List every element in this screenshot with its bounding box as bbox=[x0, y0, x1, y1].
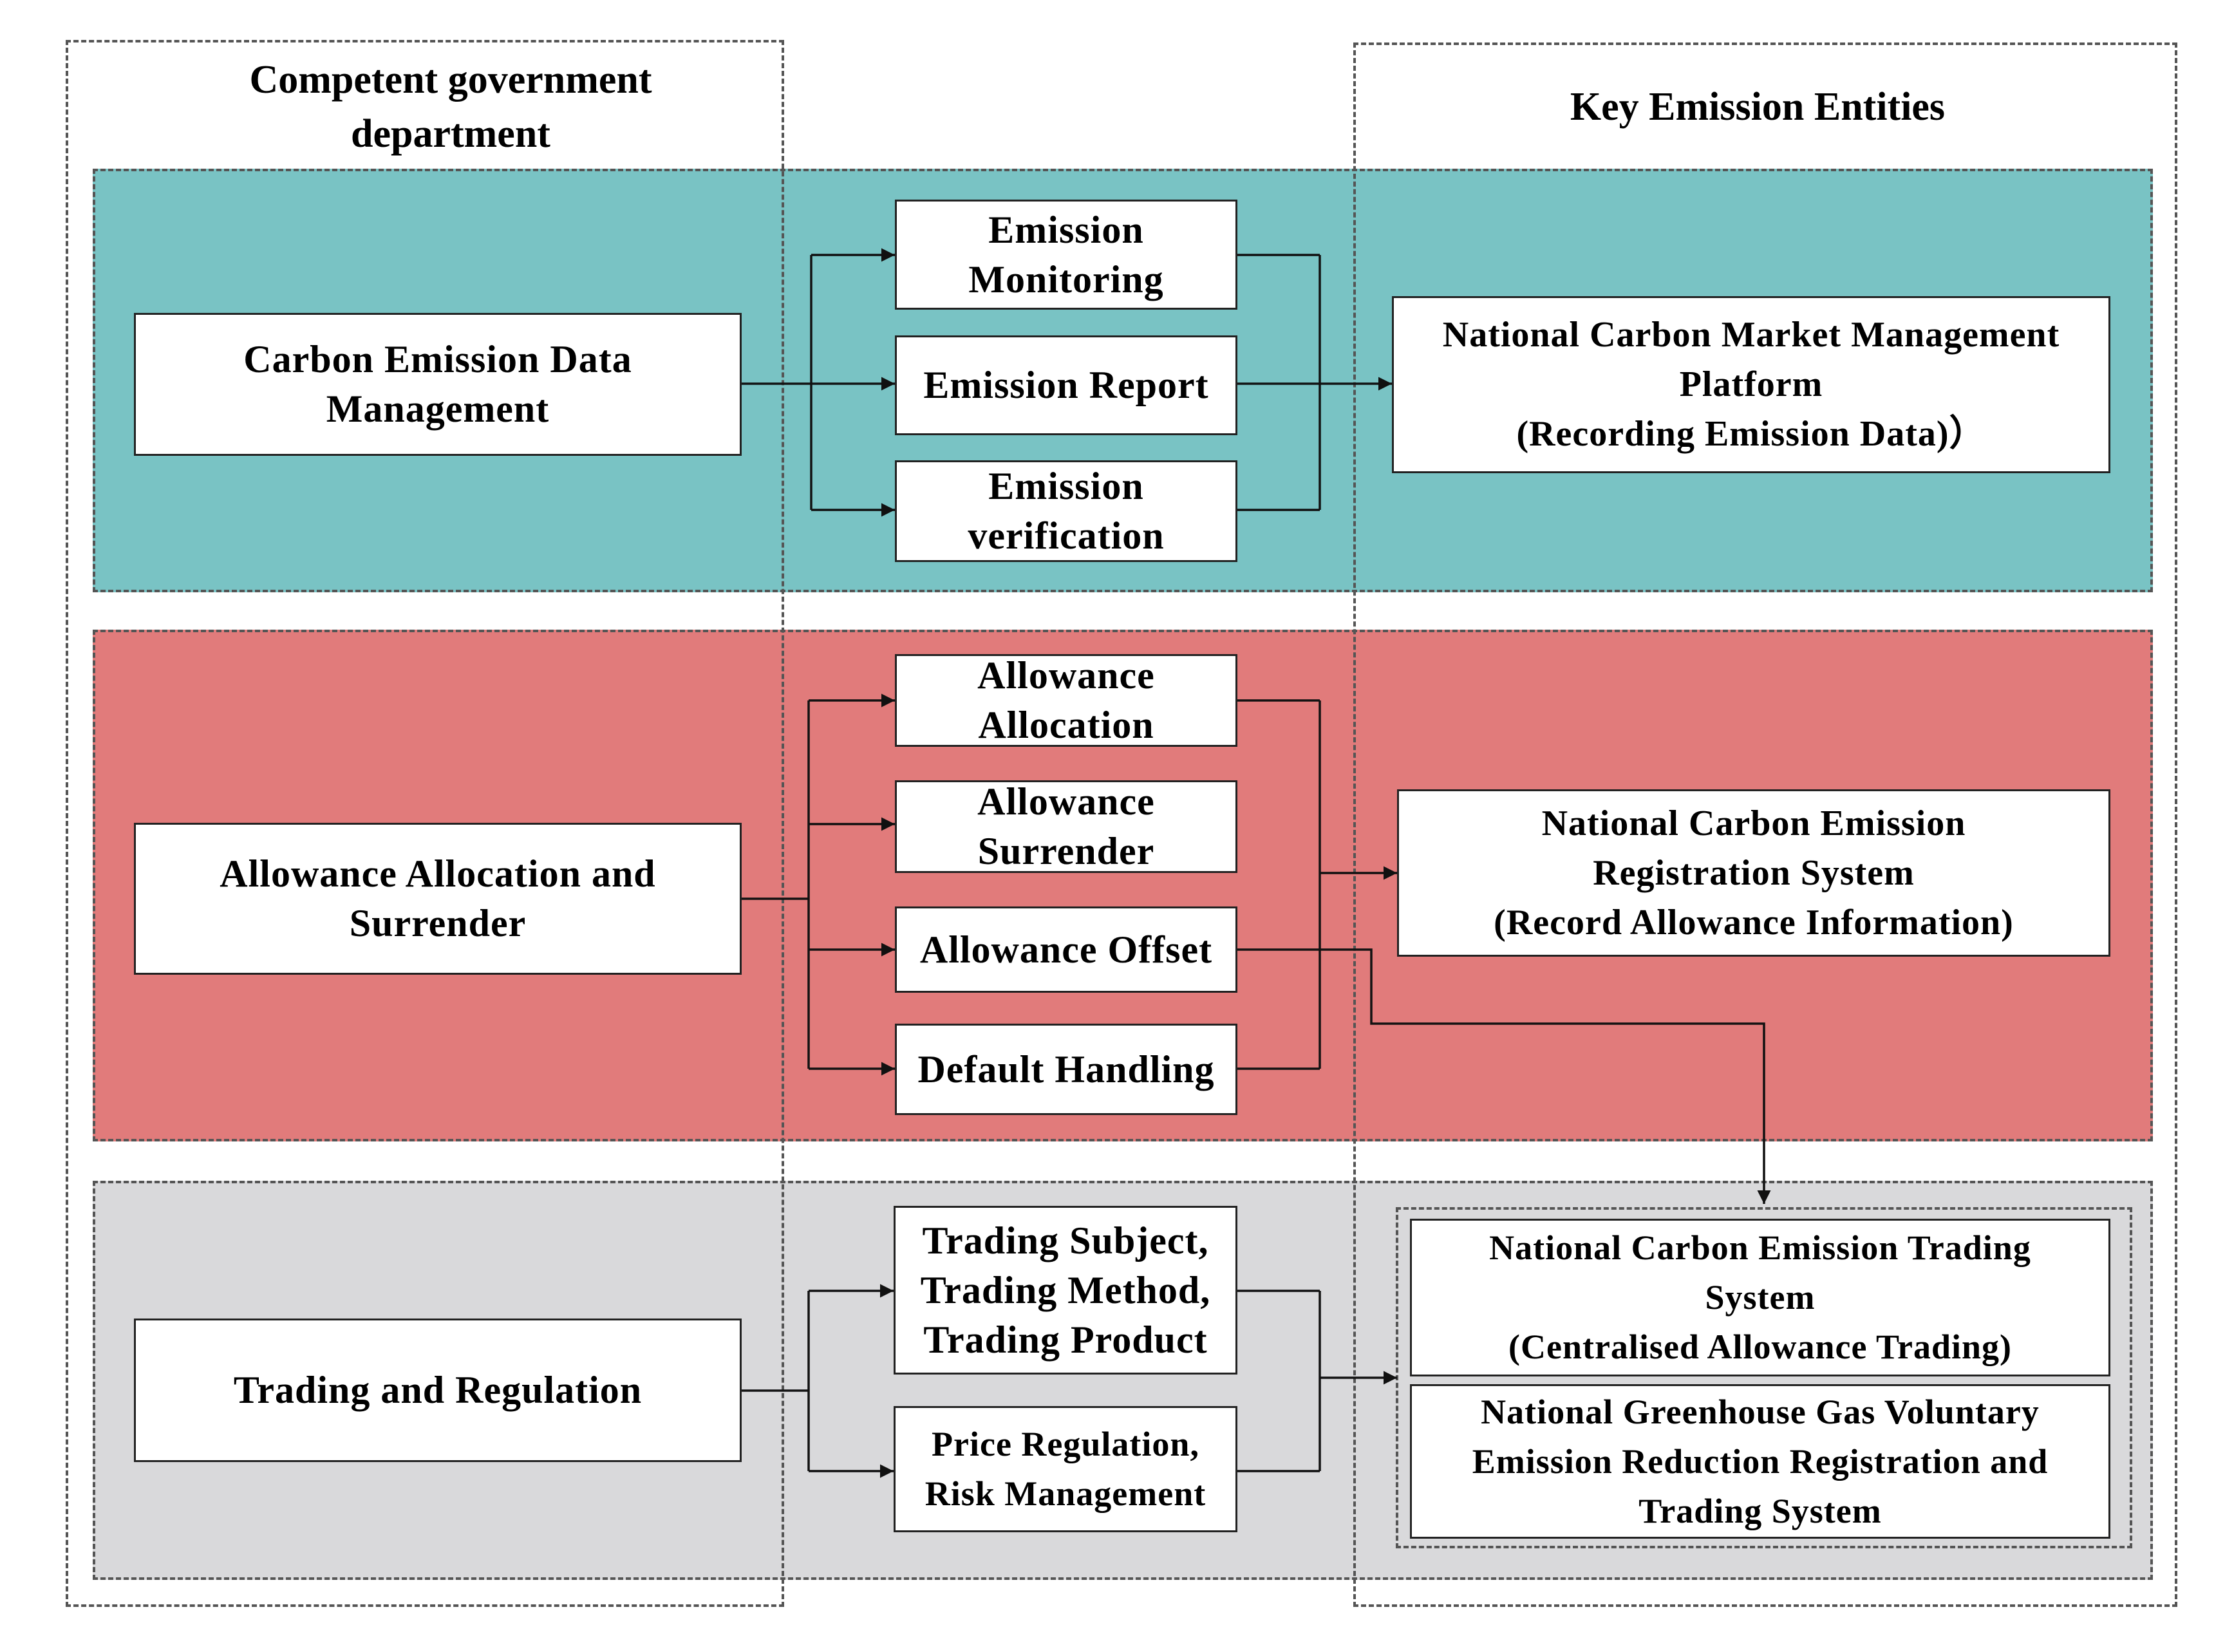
emission-report-box: Emission Report bbox=[895, 335, 1237, 435]
trading-and-regulation-box: Trading and Regulation bbox=[134, 1319, 742, 1462]
carbon-emission-data-management-box: Carbon Emission Data Management bbox=[134, 313, 742, 456]
market-management-platform-box: National Carbon Market Management Platfo… bbox=[1392, 296, 2110, 473]
allowance-surrender-box: Allowance Surrender bbox=[895, 780, 1237, 873]
voluntary-emission-reduction-system-box: National Greenhouse Gas Voluntary Emissi… bbox=[1410, 1384, 2110, 1539]
allowance-offset-box: Allowance Offset bbox=[895, 906, 1237, 993]
price-regulation-risk-management-box: Price Regulation, Risk Management bbox=[894, 1406, 1237, 1532]
entities-frame bbox=[1353, 42, 2177, 1607]
emission-registration-system-box: National Carbon Emission Registration Sy… bbox=[1397, 789, 2110, 957]
government-frame bbox=[66, 40, 784, 1607]
emission-monitoring-box: Emission Monitoring bbox=[895, 200, 1237, 310]
government-heading: Competent government department bbox=[249, 58, 652, 156]
entities-heading: Key Emission Entities bbox=[1570, 85, 1946, 129]
allowance-allocation-box: Allowance Allocation bbox=[895, 654, 1237, 747]
default-handling-box: Default Handling bbox=[895, 1024, 1237, 1115]
emission-trading-system-box: National Carbon Emission Trading System … bbox=[1410, 1219, 2110, 1376]
trading-subject-method-product-box: Trading Subject, Trading Method, Trading… bbox=[894, 1206, 1237, 1375]
emission-verification-box: Emission verification bbox=[895, 460, 1237, 562]
allowance-allocation-surrender-box: Allowance Allocation and Surrender bbox=[134, 823, 742, 975]
